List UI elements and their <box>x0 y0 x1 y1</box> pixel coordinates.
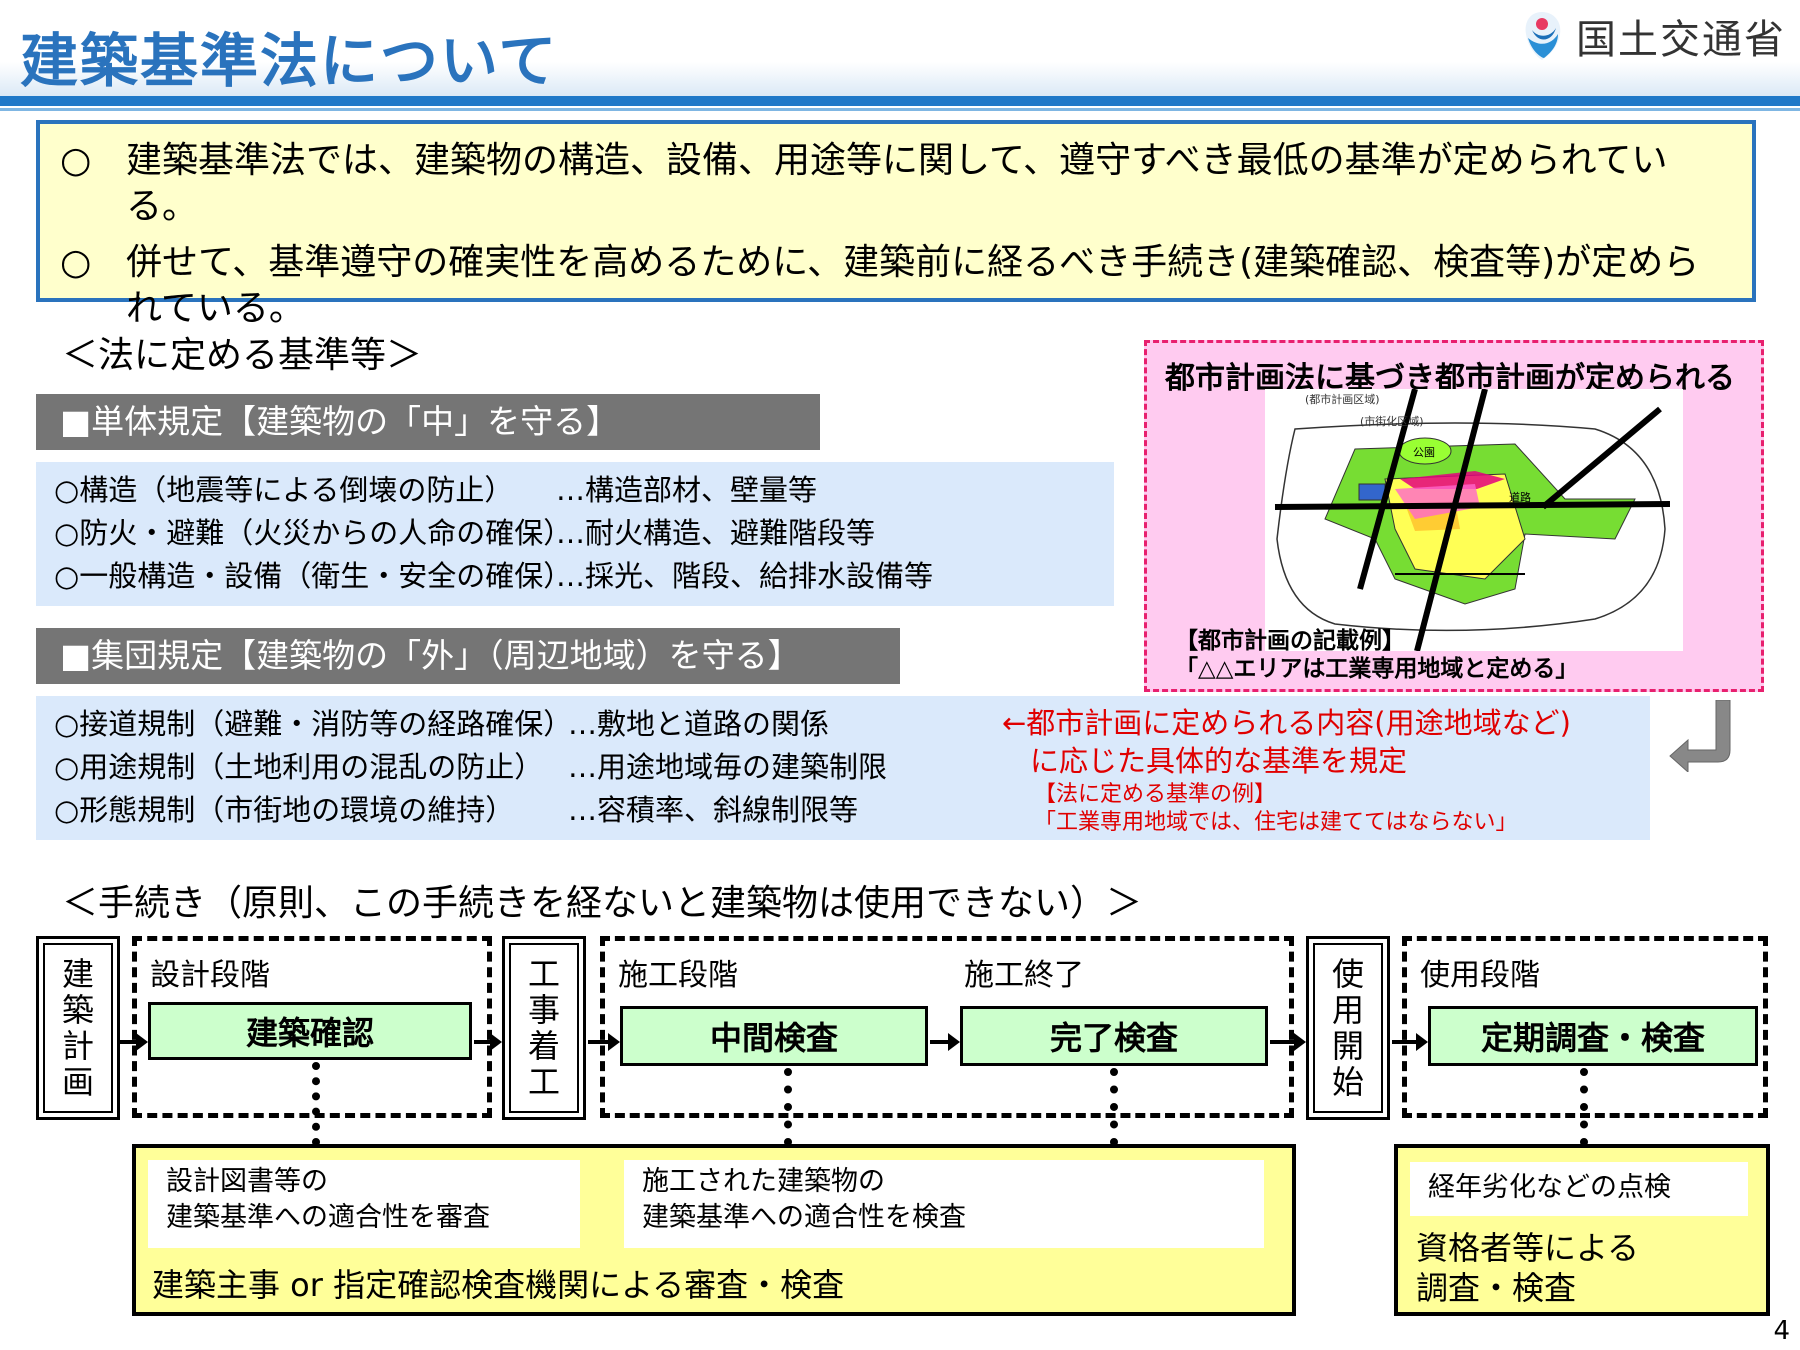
single-rules-box: ○構造（地震等による倒壊の防止） …構造部材、壁量等 ○防火・避難（火災からの人… <box>36 462 1114 606</box>
vchar: 築 <box>61 991 94 1029</box>
summary-text: 併せて、基準遵守の確実性を高めるために、建築前に経るべき手続き(建築確認、検査等… <box>126 242 1700 329</box>
flow-arrow <box>1270 1033 1306 1051</box>
summary-text: 建築基準法では、建築物の構造、設備、用途等に関して、遵守すべき最低の基準が定めら… <box>126 140 1668 227</box>
design-review-note: 設計図書等の 建築基準への適合性を審査 <box>148 1160 580 1248</box>
build-note-line2: 建築基準への適合性を検査 <box>642 1202 966 1233</box>
group-rules-box: ○接道規制（避難・消防等の経路確保） …敷地と道路の関係 ○用途規制（土地利用の… <box>36 696 1650 840</box>
city-plan-example-title: 【都市計画の記載例】 <box>1175 628 1405 654</box>
red-note-line2: に応じた具体的な基準を規定 <box>1030 744 1408 778</box>
vchar: 事 <box>527 991 560 1029</box>
stage-design: 設計段階 <box>150 958 270 993</box>
rule-desc: …耐火構造、避難階段等 <box>556 516 876 550</box>
city-plan-map: (都市計画区域) (市街化区域) 公園 道路 <box>1265 389 1683 651</box>
red-note-example-text: 「工業専用地域では、住宅は建ててはならない」 <box>1034 810 1518 835</box>
construction-stage-group <box>600 936 1294 1118</box>
build-review-note: 施工された建築物の 建築基準への適合性を検査 <box>624 1160 1264 1248</box>
connector-dotted <box>312 1062 328 1146</box>
map-label-urban: (市街化区域) <box>1360 414 1424 428</box>
header-divider <box>0 96 1800 106</box>
city-plan-example-text: 「△△エリアは工業専用地域と定める」 <box>1175 656 1579 682</box>
vchar: 用 <box>1331 991 1364 1029</box>
rule-desc: …敷地と道路の関係 <box>568 707 830 741</box>
map-label-road: 道路 <box>1509 490 1531 504</box>
stage-usage: 使用段階 <box>1420 958 1540 993</box>
mlit-emblem-icon <box>1525 12 1561 60</box>
rule-name: ○用途規制（土地利用の混乱の防止） <box>54 750 544 784</box>
vchar: 始 <box>1331 1063 1364 1101</box>
rule-row: ○用途規制（土地利用の混乱の防止） …用途地域毎の建築制限 <box>36 746 1650 789</box>
header-background <box>0 62 1800 96</box>
rule-row: ○一般構造・設備（衛生・安全の確保） …採光、階段、給排水設備等 <box>36 555 1114 598</box>
rule-desc: …構造部材、壁量等 <box>556 473 818 507</box>
rule-name: ○防火・避難（火災からの人命の確保） <box>54 516 573 550</box>
vchar: 画 <box>61 1063 94 1101</box>
stage-construction: 施工段階 <box>618 958 738 993</box>
map-label-area: (都市計画区域) <box>1305 392 1380 406</box>
rule-row: ○接道規制（避難・消防等の経路確保） …敷地と道路の関係 <box>36 703 1650 746</box>
flow-arrow <box>474 1033 502 1051</box>
design-note-line1: 設計図書等の <box>166 1166 328 1197</box>
vchar: 建 <box>61 955 94 993</box>
procedure-heading: ＜手続き（原則、この手続きを経ないと建築物は使用できない）＞ <box>62 883 1143 924</box>
summary-item: ○ 併せて、基準遵守の確実性を高めるために、建築前に経るべき手続き(建築確認、検… <box>60 240 1726 332</box>
flow-arrow <box>588 1033 620 1051</box>
periodic-by-line1: 資格者等による <box>1416 1229 1640 1267</box>
red-note-example-title: 【法に定める基準の例】 <box>1034 782 1277 807</box>
flow-arrow <box>1392 1033 1428 1051</box>
rule-name: ○一般構造・設備（衛生・安全の確保） <box>54 559 573 593</box>
vchar: 開 <box>1331 1027 1364 1065</box>
map-label-park: 公園 <box>1413 446 1435 459</box>
flow-arrow <box>930 1033 960 1051</box>
logo-text: 国土交通省 <box>1576 17 1786 63</box>
rule-row: ○防火・避難（火災からの人命の確保） …耐火構造、避難階段等 <box>36 512 1114 555</box>
step-building-confirmation: 建築確認 <box>148 1002 472 1060</box>
use-start-box: 使 用 開 始 <box>1306 936 1390 1120</box>
header-divider-thin <box>0 108 1800 111</box>
bullet-circle: ○ <box>60 140 92 181</box>
rule-row: ○形態規制（市街地の環境の維持） …容積率、斜線制限等 <box>36 789 1650 832</box>
step-periodic-inspection: 定期調査・検査 <box>1428 1006 1758 1066</box>
connector-dotted <box>1580 1068 1596 1146</box>
vchar: 工 <box>527 955 560 993</box>
design-note-line2: 建築基準への適合性を審査 <box>166 1202 490 1233</box>
connector-dotted <box>1110 1068 1126 1146</box>
rule-desc: …容積率、斜線制限等 <box>568 793 859 827</box>
stage-completion: 施工終了 <box>964 958 1084 993</box>
vchar: 工 <box>527 1063 560 1101</box>
rule-name: ○構造（地震等による倒壊の防止） <box>54 473 514 507</box>
review-authority-text: 建築主事 or 指定確認検査機関による審査・検査 <box>152 1266 845 1304</box>
bent-arrow-icon <box>1669 700 1731 772</box>
group-rules-label: ■集団規定【建築物の「外」（周辺地域）を守る】 <box>36 628 900 684</box>
summary-box: ○ 建築基準法では、建築物の構造、設備、用途等に関して、遵守すべき最低の基準が定… <box>36 120 1756 329</box>
rule-desc: …用途地域毎の建築制限 <box>568 750 888 784</box>
periodic-note: 経年劣化などの点検 <box>1410 1162 1748 1216</box>
page-title: 建築基準法について <box>20 27 559 95</box>
review-authority-box: 設計図書等の 建築基準への適合性を審査 施工された建築物の 建築基準への適合性を… <box>132 1144 1296 1316</box>
periodic-review-box: 経年劣化などの点検 資格者等による 調査・検査 <box>1394 1144 1770 1316</box>
periodic-by-line2: 調査・検査 <box>1416 1269 1577 1307</box>
step-final-inspection: 完了検査 <box>960 1006 1268 1066</box>
standards-heading: ＜法に定める基準等＞ <box>62 335 423 376</box>
building-plan-box: 建 築 計 画 <box>36 936 120 1120</box>
ministry-logo: 国土交通省 <box>1518 6 1786 66</box>
step-interim-inspection: 中間検査 <box>620 1006 928 1066</box>
rule-row: ○構造（地震等による倒壊の防止） …構造部材、壁量等 <box>36 469 1114 512</box>
rule-name: ○接道規制（避難・消防等の経路確保） <box>54 707 573 741</box>
flow-arrow <box>120 1033 148 1051</box>
page-number: 4 <box>1773 1316 1790 1346</box>
rule-name: ○形態規制（市街地の環境の維持） <box>54 793 515 827</box>
single-rules-label: ■単体規定【建築物の「中」を守る】 <box>36 394 820 450</box>
construction-start-box: 工 事 着 工 <box>502 936 586 1120</box>
periodic-by: 資格者等による 調査・検査 <box>1416 1228 1639 1308</box>
vchar: 計 <box>61 1027 94 1065</box>
vchar: 使 <box>1331 955 1364 993</box>
vchar: 着 <box>527 1027 560 1065</box>
connector-dotted <box>784 1068 800 1146</box>
build-note-line1: 施工された建築物の <box>642 1166 885 1197</box>
rule-desc: …採光、階段、給排水設備等 <box>556 559 934 593</box>
bullet-circle: ○ <box>60 242 92 283</box>
red-note-line1: ←都市計画に定められる内容(用途地域など) <box>1002 706 1571 740</box>
city-plan-box: 都市計画法に基づき都市計画が定められる (都市計画区域) (市街化区域) 公園 … <box>1144 340 1764 692</box>
summary-item: ○ 建築基準法では、建築物の構造、設備、用途等に関して、遵守すべき最低の基準が定… <box>60 138 1726 230</box>
